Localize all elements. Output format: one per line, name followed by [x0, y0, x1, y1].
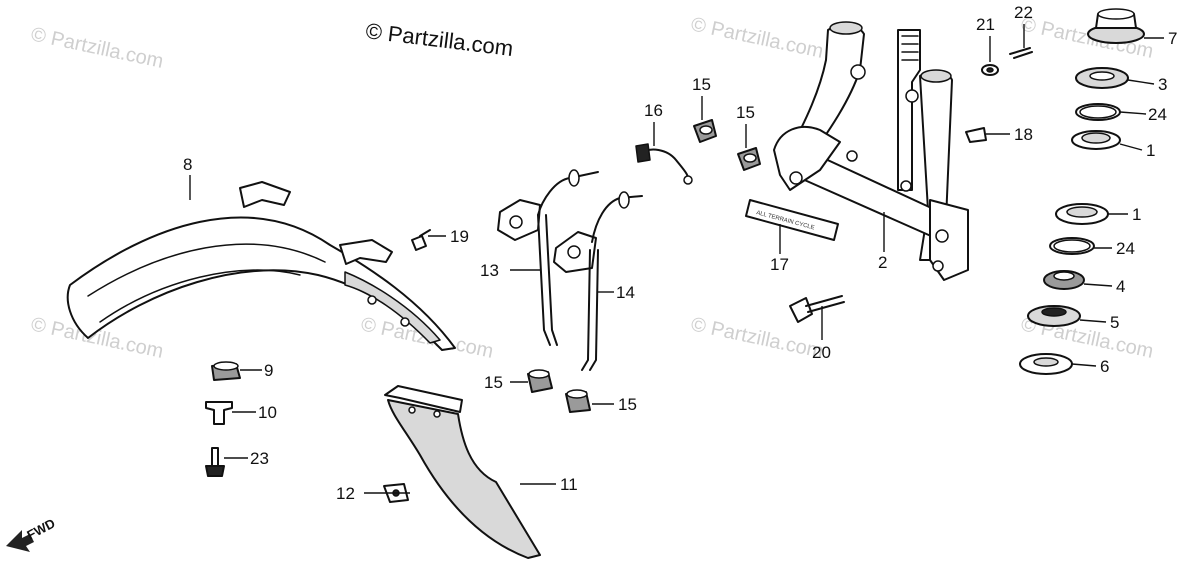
- label-part-10: 10: [258, 403, 277, 422]
- label-part-9: 9: [264, 361, 273, 380]
- small-washer[interactable]: [981, 64, 999, 76]
- watermark-1: © Partzilla.com: [29, 23, 165, 73]
- label-part-17: 17: [770, 255, 789, 274]
- label-part-23: 23: [250, 449, 269, 468]
- cotter-pin[interactable]: [1009, 47, 1033, 59]
- label-part-8: 8: [183, 155, 192, 174]
- front-fender[interactable]: [66, 181, 456, 351]
- leader-lines: [189, 24, 1164, 494]
- label-part-15-b: 15: [736, 103, 755, 122]
- label-part-12: 12: [336, 484, 355, 503]
- fender-bolt[interactable]: [205, 447, 225, 477]
- warning-sticker[interactable]: ALL TERRAIN CYCLE: [745, 199, 839, 241]
- label-part-3: 3: [1158, 75, 1167, 94]
- label-part-1-a: 1: [1146, 141, 1155, 160]
- steel-ball-ring-upper[interactable]: [1075, 103, 1121, 121]
- pinch-bolt[interactable]: [789, 295, 845, 323]
- label-part-13: 13: [480, 261, 499, 280]
- grommet-1[interactable]: [693, 119, 717, 143]
- label-part-20: 20: [812, 343, 831, 362]
- label-part-7: 7: [1168, 29, 1177, 48]
- label-part-4: 4: [1116, 277, 1125, 296]
- copyright-text: © Partzilla.com: [364, 18, 514, 61]
- label-part-11: 11: [560, 475, 578, 494]
- part-number-labels: 8 9 10 23 12 11 13 14 16 15 15 15 15 19 …: [183, 3, 1177, 503]
- cable-clamp[interactable]: [635, 143, 693, 185]
- watermark-2: © Partzilla.com: [689, 13, 825, 63]
- label-part-15-d: 15: [618, 395, 637, 414]
- steering-washer[interactable]: [1019, 353, 1073, 375]
- grommet-2[interactable]: [737, 147, 761, 171]
- fender-stay-left[interactable]: [497, 169, 599, 346]
- stem-nut[interactable]: [1087, 8, 1145, 44]
- top-cone-race[interactable]: [1075, 67, 1129, 89]
- forward-indicator: FWD: [6, 516, 58, 552]
- forward-label: FWD: [24, 516, 57, 543]
- label-part-15-a: 15: [692, 75, 711, 94]
- label-part-15-c: 15: [484, 373, 503, 392]
- label-part-1-b: 1: [1132, 205, 1141, 224]
- label-part-18: 18: [1014, 125, 1033, 144]
- ball-race-lower[interactable]: [1055, 203, 1109, 225]
- fork-bridge[interactable]: [773, 21, 969, 281]
- grommet-4[interactable]: [565, 389, 591, 413]
- label-part-16: 16: [644, 101, 663, 120]
- ball-race-upper[interactable]: [1071, 130, 1121, 150]
- label-part-24-b: 24: [1116, 239, 1135, 258]
- label-part-22: 22: [1014, 3, 1033, 22]
- forward-arrow-icon: [6, 530, 34, 552]
- steel-ball-ring-lower[interactable]: [1049, 237, 1095, 255]
- mud-flap[interactable]: [384, 385, 541, 559]
- label-part-19: 19: [450, 227, 469, 246]
- label-part-14: 14: [616, 283, 635, 302]
- fender-stay-right[interactable]: [553, 191, 643, 371]
- label-part-24-a: 24: [1148, 105, 1167, 124]
- grommet-3[interactable]: [527, 369, 553, 393]
- dust-seal[interactable]: [1027, 305, 1081, 327]
- small-tag[interactable]: [965, 127, 987, 143]
- label-part-5: 5: [1110, 313, 1119, 332]
- watermark-6: © Partzilla.com: [689, 313, 825, 363]
- bracket-bolt[interactable]: [411, 229, 431, 251]
- label-part-2: 2: [878, 253, 887, 272]
- label-part-21: 21: [976, 15, 995, 34]
- label-part-6: 6: [1100, 357, 1109, 376]
- fender-bush[interactable]: [205, 401, 233, 425]
- bottom-cone-race[interactable]: [1043, 270, 1085, 290]
- fender-collar[interactable]: [211, 361, 241, 381]
